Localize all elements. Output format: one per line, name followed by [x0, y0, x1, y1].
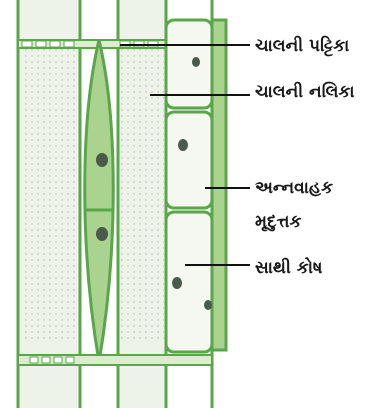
- phloem-parenchyma: [166, 20, 226, 352]
- label-phloem-parenchyma-line2: મૃદુત્તક: [255, 212, 302, 232]
- cytoplasm-strands-left: [22, 40, 76, 340]
- companion-cell: [84, 40, 114, 362]
- label-sieve-plate: ચાલની પટ્ટિકા: [255, 36, 349, 56]
- cytoplasm-strands-middle: [120, 40, 164, 340]
- label-companion-cell: સાથી કોષ: [255, 258, 323, 278]
- label-phloem-parenchyma-line1: અન્નવાહક: [255, 178, 333, 198]
- label-sieve-tube: ચાલની નલિકા: [255, 82, 355, 102]
- sieve-plate-bottom: [18, 355, 212, 365]
